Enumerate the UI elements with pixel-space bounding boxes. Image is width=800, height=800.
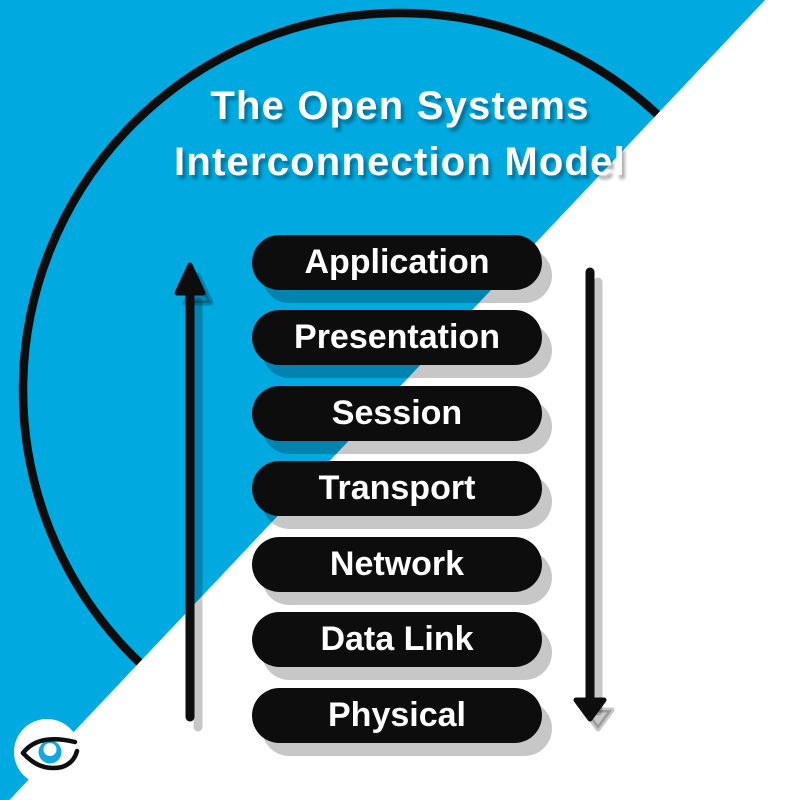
layer-pill-session: Session <box>252 386 542 441</box>
layer-pill-presentation: Presentation <box>252 310 542 365</box>
down-arrow-icon <box>573 267 607 722</box>
layer-pill-application: Application <box>252 235 542 290</box>
page-title: The Open Systems Interconnection Model <box>0 78 800 190</box>
title-line-2: Interconnection Model <box>174 140 626 184</box>
title-line-1: The Open Systems <box>210 84 590 128</box>
layer-pill-datalink: Data Link <box>252 612 542 667</box>
layer-pill-transport: Transport <box>252 461 542 516</box>
layer-pill-physical: Physical <box>252 688 542 743</box>
layer-pill-network: Network <box>252 537 542 592</box>
